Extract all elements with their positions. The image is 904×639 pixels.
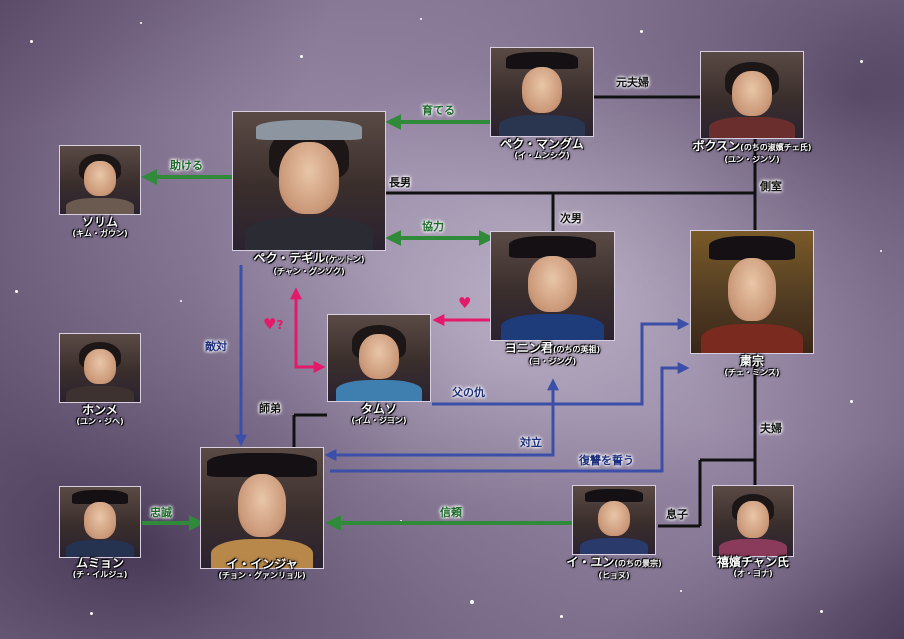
- relation-label-kyoryoku: 協力: [422, 220, 444, 233]
- portrait: [490, 47, 594, 137]
- character-name: ソリム: [81, 215, 118, 229]
- relation-label-chonan: 長男: [389, 176, 411, 189]
- character-card-shukusou: 粛宗(チェ・ミンス): [690, 230, 814, 377]
- actor-name: (チャン・グンソク): [273, 267, 345, 276]
- relation-label-musuko: 息子: [666, 508, 688, 521]
- character-name: タムソ: [360, 402, 397, 416]
- green-arrows: [141, 114, 572, 531]
- heart-icon: ♥: [458, 294, 472, 312]
- portrait: [700, 51, 804, 139]
- character-card-tamuso: タムソ(イム・ジヨン): [327, 314, 431, 425]
- character-card-homme: ホンメ(ユン・ジヘ): [59, 333, 141, 426]
- actor-name: (イ・ムンシク): [514, 151, 570, 160]
- portrait: [712, 485, 794, 557]
- portrait: [572, 485, 656, 555]
- character-name: ボクスン(のちの淑嬪チェ氏): [692, 139, 812, 153]
- character-card-iyun: イ・ユン(のちの景宗) (ヒョヌ): [566, 485, 662, 580]
- portrait: [490, 231, 615, 341]
- portrait: [232, 111, 386, 251]
- character-card-bokusun: ボクスン(のちの淑嬪チェ氏) (ユン・ジンソ): [693, 51, 811, 164]
- actor-name: (ユン・ジヘ): [76, 417, 124, 426]
- relation-label-sodateru: 育てる: [422, 104, 455, 117]
- portrait: [327, 314, 431, 402]
- relation-label-chichi-no-ada: 父の仇: [452, 386, 485, 399]
- character-card-sorimu: ソリム(キム・ガウン): [59, 145, 141, 238]
- relation-label-fufu: 夫婦: [760, 422, 782, 435]
- character-card-tegiru: ペク・テギル(ケットン) (チャン・グンソク): [232, 111, 386, 276]
- character-name: 粛宗: [739, 354, 764, 368]
- heart-icon: ♥?: [263, 315, 284, 333]
- character-card-mangumu: ペク・マングム(イ・ムンシク): [490, 47, 594, 160]
- character-card-injwa: イ・インジャ(チョン・グァンリョル): [200, 447, 324, 580]
- portrait: [59, 145, 141, 215]
- portrait: [200, 447, 324, 569]
- actor-name: (チョン・グァンリョル): [218, 571, 306, 580]
- relation-label-tasukeru: 助ける: [170, 159, 203, 172]
- relation-label-tekitai: 敵対: [205, 340, 227, 353]
- character-name: ムミョン: [75, 556, 124, 570]
- character-card-muyon: ムミョン(チ・イルジュ): [59, 486, 141, 579]
- character-name: ペク・マングム: [500, 137, 584, 151]
- portrait: [59, 333, 141, 403]
- relation-label-sokushitsu: 側室: [760, 180, 782, 193]
- actor-name: (オ・ヨナ): [733, 569, 773, 578]
- character-card-chanshi: 禧嬪チャン氏(オ・ヨナ): [712, 485, 794, 578]
- character-name: ペク・テギル(ケットン): [253, 251, 365, 265]
- actor-name: (チ・イルジュ): [72, 570, 128, 579]
- pink-arrows: [290, 287, 490, 373]
- relation-label-fukushu: 復讐を誓う: [579, 454, 634, 467]
- character-name: 禧嬪チャン氏: [717, 555, 789, 569]
- actor-name: (キム・ガウン): [72, 229, 128, 238]
- actor-name: (ヨ・ジング): [528, 357, 577, 366]
- family-lines: [292, 95, 757, 528]
- character-name: ホンメ: [82, 403, 118, 417]
- relation-label-chusei: 忠誠: [150, 506, 172, 519]
- portrait: [690, 230, 814, 354]
- blue-arrows: [235, 265, 690, 473]
- relation-label-jinan: 次男: [560, 212, 582, 225]
- character-name: イ・インジャ: [226, 557, 298, 571]
- relation-label-shinrai: 信頼: [440, 506, 462, 519]
- actor-name: (ユン・ジンソ): [724, 155, 780, 164]
- actor-name: (チェ・ミンス): [724, 368, 780, 377]
- relation-label-shitei: 師弟: [259, 402, 281, 415]
- character-name: ヨニン君(のちの英祖): [504, 341, 601, 355]
- character-card-yoningun: ヨニン君(のちの英祖) (ヨ・ジング): [490, 231, 615, 366]
- character-name: イ・ユン(のちの景宗): [566, 555, 662, 569]
- actor-name: (イム・ジヨン): [351, 416, 407, 425]
- portrait: [59, 486, 141, 558]
- relation-label-motofufu: 元夫婦: [616, 76, 649, 89]
- actor-name: (ヒョヌ): [598, 571, 630, 580]
- relation-label-tairitsu: 対立: [520, 436, 542, 449]
